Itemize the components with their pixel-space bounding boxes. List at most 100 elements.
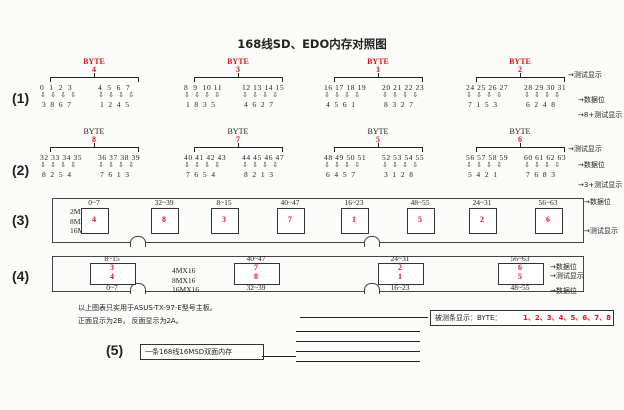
- chip-byte-value: 6: [518, 263, 522, 272]
- pin-numbers-left: 32 33 34 35: [40, 153, 83, 162]
- chip-box: [407, 208, 435, 234]
- down-arrow-icon: ⇩ ⇩ ⇩ ⇩: [382, 91, 420, 99]
- chip-byte-value: 3: [222, 215, 226, 224]
- down-arrow-icon: ⇩ ⇩ ⇩ ⇩: [242, 91, 280, 99]
- pin-numbers-left: 48 49 50 51: [324, 153, 367, 162]
- s4-data-tag: →数据位: [550, 263, 577, 271]
- down-arrow-icon: ⇩ ⇩ ⇩ ⇩: [40, 161, 78, 169]
- section-5-caption: 一条168线16MSD双面内存: [145, 348, 233, 356]
- row-label-4: (4): [12, 268, 30, 284]
- byte-number: 8: [92, 135, 96, 144]
- chip-box: [378, 263, 424, 285]
- test-result-values: 1、2、3、4、5、6、7、8: [523, 314, 611, 322]
- bracket-left: [50, 147, 51, 152]
- chip-byte-value: 8: [162, 215, 166, 224]
- note-rule: [296, 331, 420, 332]
- bank-range-label: 8~15: [216, 198, 232, 207]
- byte-word: BYTE: [367, 127, 389, 136]
- chip-box: [90, 263, 136, 285]
- down-arrow-icon: ⇩ ⇩ ⇩ ⇩: [184, 91, 222, 99]
- chip-byte-value: 2: [398, 263, 402, 272]
- bank-range-label: 16~23: [344, 198, 364, 207]
- byte-number: 4: [92, 65, 96, 74]
- bank-range-label: 32~39: [154, 198, 174, 207]
- chip-box: [469, 208, 497, 234]
- byte-number: 2: [518, 65, 522, 74]
- byte-number: 5: [376, 135, 380, 144]
- byte-word: BYTE: [83, 57, 105, 66]
- chip-byte-value: 8: [254, 272, 258, 281]
- note-rule: [296, 341, 420, 342]
- s4-key-notch-1: [130, 283, 146, 294]
- bank-range-bottom: 16~23: [390, 283, 410, 292]
- note-rule: [300, 317, 428, 318]
- section-5-leader: [262, 356, 296, 357]
- mapped-values-right: 8 3 2 7: [384, 100, 415, 109]
- pin-numbers-right: 12 13 14 15: [242, 83, 285, 92]
- test-result-label: 被测条显示：BYTE：: [435, 314, 502, 322]
- bracket-stem: [520, 143, 521, 147]
- byte-word: BYTE: [509, 57, 531, 66]
- bracket-bar: [50, 77, 138, 78]
- chip-box: [151, 208, 179, 234]
- mapped-values-left: 8 2 5 4: [42, 170, 73, 179]
- s4-type: 4MX16: [172, 266, 196, 275]
- bracket-stem: [378, 73, 379, 77]
- s1-data-tag: →数据位: [578, 96, 605, 104]
- bracket-right: [564, 77, 565, 82]
- s4-test-tag: →测试显示: [550, 272, 584, 280]
- bank-range-label: 40~47: [280, 198, 300, 207]
- chip-box: [81, 208, 109, 234]
- down-arrow-icon: ⇩ ⇩ ⇩ ⇩: [466, 91, 504, 99]
- row-label-5: (5): [106, 342, 124, 358]
- mapped-values-right: 3 1 2 8: [384, 170, 415, 179]
- bracket-right: [422, 147, 423, 152]
- down-arrow-icon: ⇩ ⇩ ⇩ ⇩: [524, 91, 562, 99]
- bank-range-bottom: 0~7: [106, 283, 118, 292]
- s4-type-list: 4MX16 8MX16 16MX16: [172, 266, 199, 295]
- bank-range-top: 24~31: [390, 254, 410, 263]
- chip-byte-value: 6: [546, 215, 550, 224]
- pin-numbers-left: 24 25 26 27: [466, 83, 509, 92]
- mapped-values-right: 1 2 4 5: [100, 100, 131, 109]
- down-arrow-icon: ⇩ ⇩ ⇩ ⇩: [184, 161, 222, 169]
- page-title: 168线SD、EDO内存对照图: [237, 37, 387, 51]
- bank-range-top: 40~47: [246, 254, 266, 263]
- bank-range-label: 48~55: [410, 198, 430, 207]
- bracket-right: [282, 77, 283, 82]
- pin-numbers-right: 20 21 22 23: [382, 83, 425, 92]
- bank-range-label: 24~31: [472, 198, 492, 207]
- pin-numbers-right: 60 61 62 63: [524, 153, 567, 162]
- bracket-bar: [50, 147, 138, 148]
- note-rule: [296, 361, 420, 362]
- chip-box: [535, 208, 563, 234]
- down-arrow-icon: ⇩ ⇩ ⇩ ⇩: [242, 161, 280, 169]
- bracket-right: [282, 147, 283, 152]
- bank-range-label: 0~7: [88, 198, 100, 207]
- mapped-values-left: 6 4 5 7: [326, 170, 357, 179]
- bank-range-top: 56~63: [510, 254, 530, 263]
- mapped-values-right: 7 6 8 3: [526, 170, 557, 179]
- bracket-bar: [194, 147, 282, 148]
- s4-type: 8MX16: [172, 275, 196, 285]
- row-label-1: (1): [12, 90, 30, 106]
- pin-numbers-right: 52 53 54 55: [382, 153, 425, 162]
- pin-numbers-left: 0 1 2 3: [40, 83, 73, 92]
- bracket-bar: [194, 77, 282, 78]
- bank-range-label: 56~63: [538, 198, 558, 207]
- down-arrow-icon: ⇩ ⇩ ⇩ ⇩: [324, 91, 362, 99]
- byte-number: 6: [518, 135, 522, 144]
- chip-byte-value: 2: [480, 215, 484, 224]
- byte-word: BYTE: [227, 57, 249, 66]
- section-5-caption-box: 一条168线16MSD双面内存: [140, 344, 264, 360]
- mapped-values-left: 4 5 6 1: [326, 100, 357, 109]
- bracket-stem: [94, 143, 95, 147]
- bracket-stem: [238, 143, 239, 147]
- s3-key-notch-2: [364, 236, 380, 247]
- s3-key-notch-1: [130, 236, 146, 247]
- bracket-stem: [94, 73, 95, 77]
- mapped-values-left: 7 6 5 4: [186, 170, 217, 179]
- mapped-values-left: 3 8 6 7: [42, 100, 73, 109]
- chip-box: [234, 263, 280, 285]
- down-arrow-icon: ⇩ ⇩ ⇩ ⇩: [98, 161, 136, 169]
